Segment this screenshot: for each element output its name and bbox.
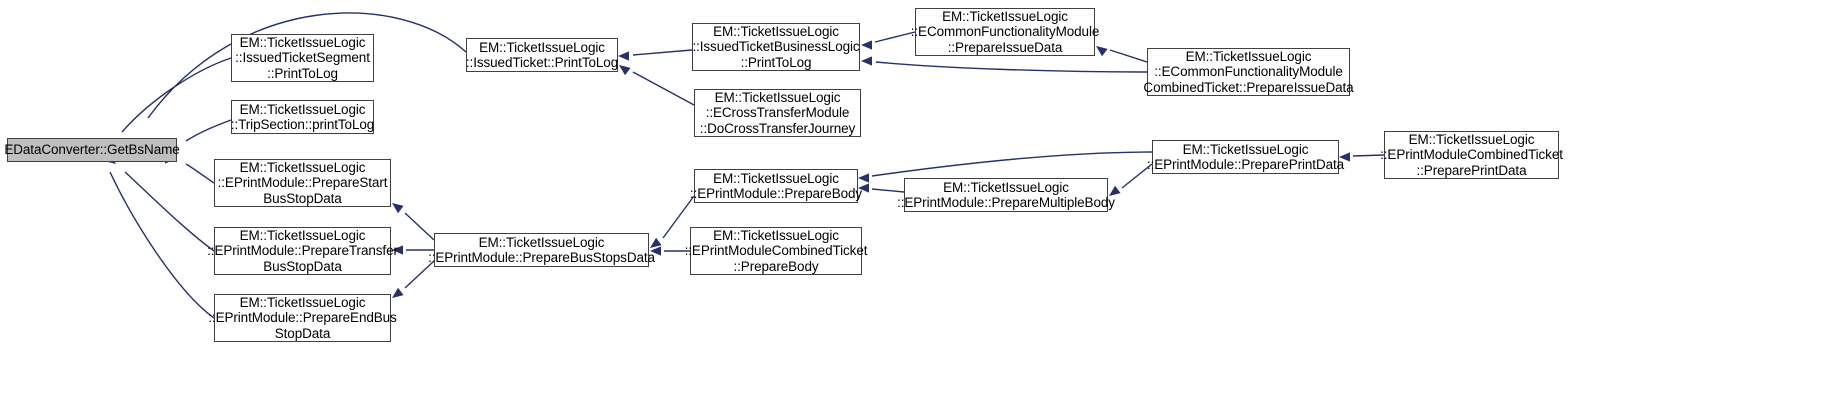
graph-node-issued_ticket_business_logic[interactable]: EM::TicketIssueLogic ::IssuedTicketBusin…: [692, 23, 860, 71]
graph-node-common_functionality_prepareissuedata[interactable]: EM::TicketIssueLogic ::ECommonFunctional…: [910, 8, 1100, 56]
graph-edge: [632, 49, 693, 56]
graph-node-combined_ticket_prepare_print_data[interactable]: EM::TicketIssueLogic ::EPrintModuleCombi…: [1380, 131, 1563, 179]
graph-edge: [875, 61, 1148, 73]
graph-node-prepare_start_busstopdata[interactable]: EM::TicketIssueLogic ::EPrintModule::Pre…: [214, 159, 391, 207]
graph-edge: [124, 171, 215, 252]
graph-node-prepare_busstopsdata[interactable]: EM::TicketIssueLogic ::EPrintModule::Pre…: [428, 233, 655, 267]
graph-edge-arrowhead: [392, 203, 404, 214]
graph-node-prepare_multiple_body[interactable]: EM::TicketIssueLogic ::EPrintModule::Pre…: [897, 178, 1115, 212]
graph-edge: [185, 163, 215, 184]
graph-node-cross_transfer_module[interactable]: EM::TicketIssueLogic ::ECrossTransferMod…: [694, 89, 861, 137]
graph-node-issued_ticket_segment_printtolog[interactable]: EM::TicketIssueLogic ::IssuedTicketSegme…: [231, 34, 374, 82]
graph-node-root[interactable]: EDataConverter::GetBsName: [4, 138, 180, 162]
graph-edge-arrowhead: [618, 51, 629, 61]
graph-edge: [109, 171, 215, 319]
graph-node-common_functionality_combined_prepareissuedata[interactable]: EM::TicketIssueLogic ::ECommonFunctional…: [1143, 48, 1354, 96]
graph-edge: [871, 151, 1153, 177]
graph-node-issued_ticket_printtolog[interactable]: EM::TicketIssueLogic ::IssuedTicket::Pri…: [465, 38, 619, 72]
graph-edge: [121, 57, 232, 133]
graph-node-combined_ticket_preparebody[interactable]: EM::TicketIssueLogic ::EPrintModuleCombi…: [684, 227, 868, 275]
graph-edge: [632, 71, 695, 106]
graph-edge: [1109, 49, 1148, 63]
graph-edge: [874, 31, 916, 43]
graph-node-prepare_end_busstopdata[interactable]: EM::TicketIssueLogic ::EPrintModule::Pre…: [208, 294, 397, 342]
graph-node-prepare_print_data[interactable]: EM::TicketIssueLogic ::EPrintModule::Pre…: [1146, 140, 1345, 174]
graph-edge-arrowhead: [861, 40, 872, 50]
graph-edge: [185, 119, 232, 142]
graph-node-prepare_transfer_busstopdata[interactable]: EM::TicketIssueLogic ::EPrintModule::Pre…: [207, 227, 398, 275]
graph-node-tripsection_printtolog[interactable]: EM::TicketIssueLogic ::TripSection::prin…: [230, 100, 375, 134]
graph-edge-arrowhead: [861, 56, 872, 66]
graph-node-preparebody[interactable]: EM::TicketIssueLogic ::EPrintModule::Pre…: [689, 169, 863, 203]
graph-edge-arrowhead: [619, 65, 631, 76]
